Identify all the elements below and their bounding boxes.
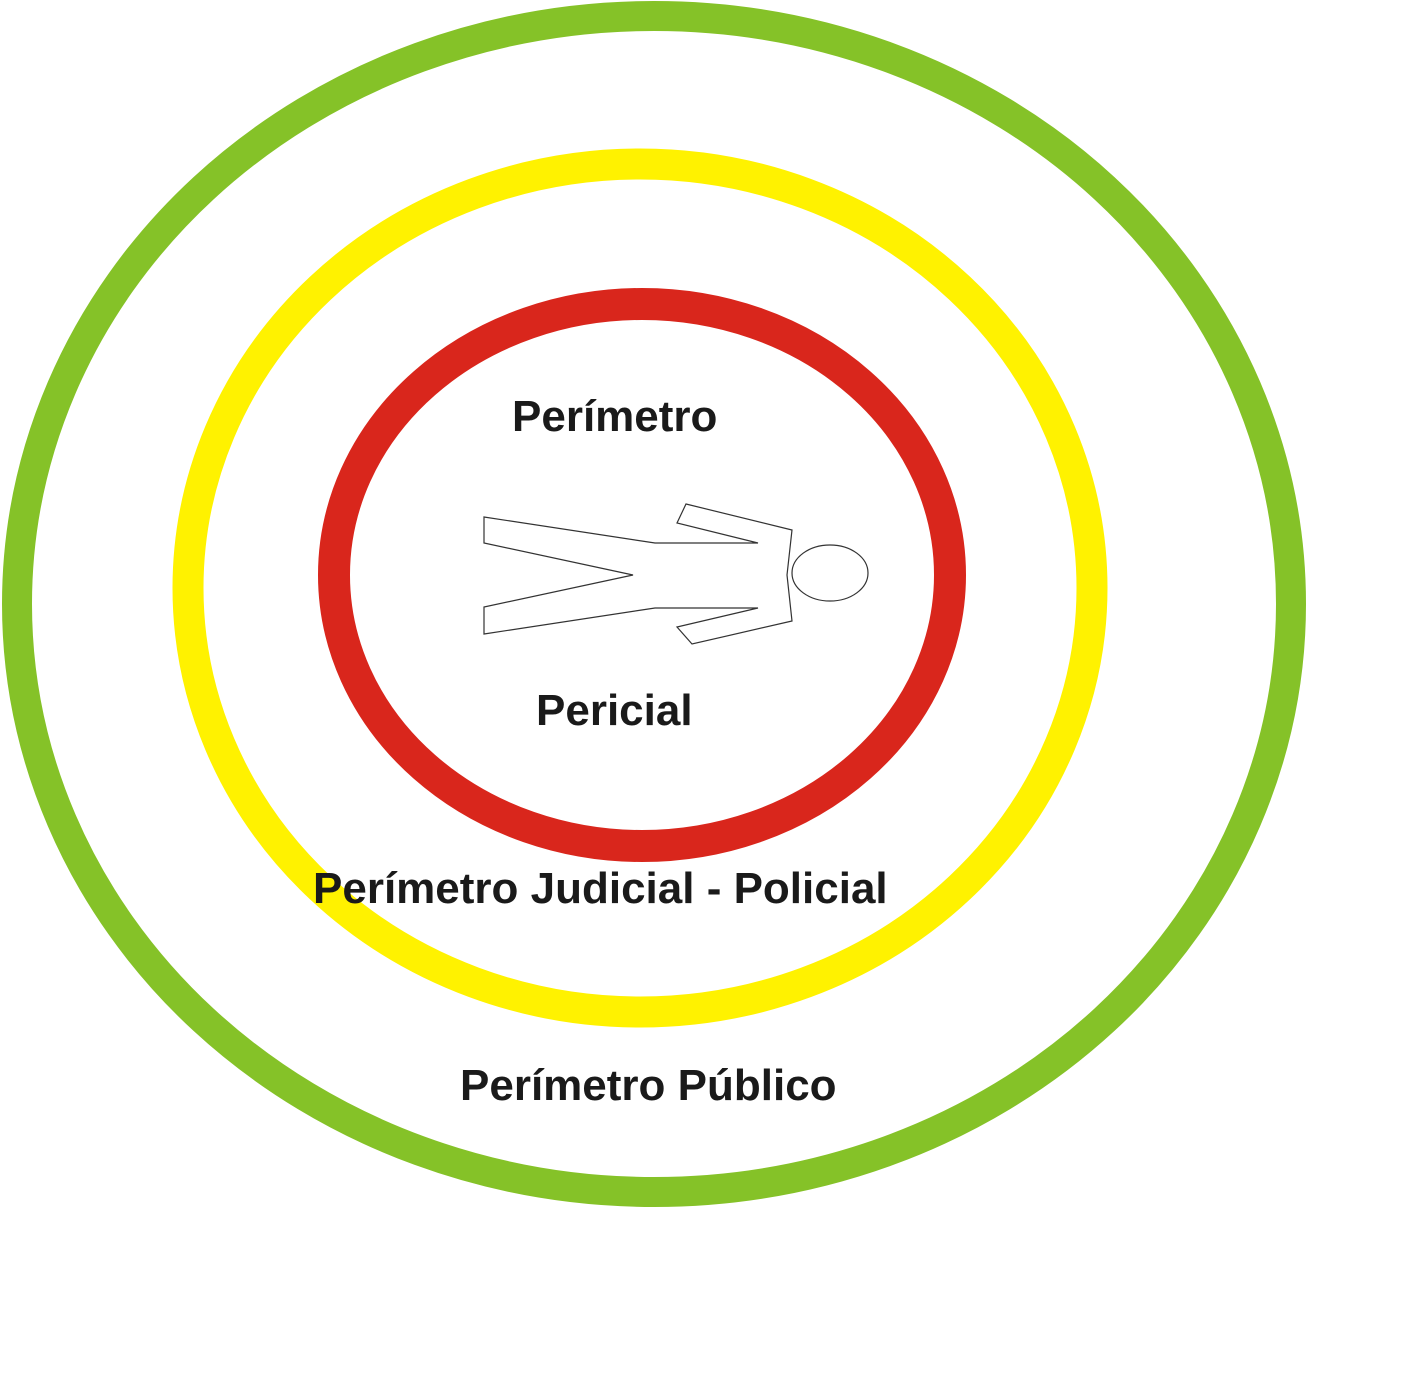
label-pericial: Pericial <box>536 686 693 735</box>
body-outline-icon <box>483 503 869 645</box>
public-perimeter-ring <box>2 1 1306 1207</box>
label-publico: Perímetro Público <box>460 1061 837 1110</box>
label-judicial-policial: Perímetro Judicial - Policial <box>313 864 888 913</box>
forensic-perimeter-ring <box>318 288 966 862</box>
label-perimetro: Perímetro <box>512 392 718 441</box>
judicial-police-perimeter-ring <box>172 148 1108 1028</box>
